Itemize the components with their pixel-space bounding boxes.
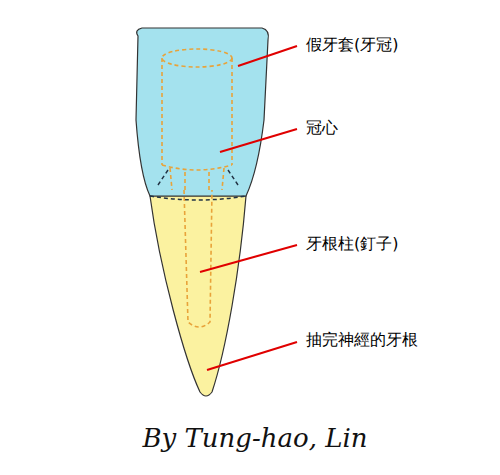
tooth-root bbox=[150, 196, 246, 396]
crown bbox=[136, 28, 268, 196]
part-label: 牙根柱(釘子) bbox=[306, 234, 398, 253]
leader-line bbox=[200, 46, 297, 370]
post-core bbox=[162, 49, 232, 327]
part-label: 假牙套(牙冠) bbox=[306, 35, 398, 54]
core-edge bbox=[158, 170, 238, 185]
part-label: 冠心 bbox=[306, 118, 338, 137]
signature: By Tung-hao, Lin bbox=[142, 423, 367, 454]
crown-margin bbox=[150, 196, 246, 200]
part-label: 抽完神經的牙根 bbox=[306, 330, 418, 349]
